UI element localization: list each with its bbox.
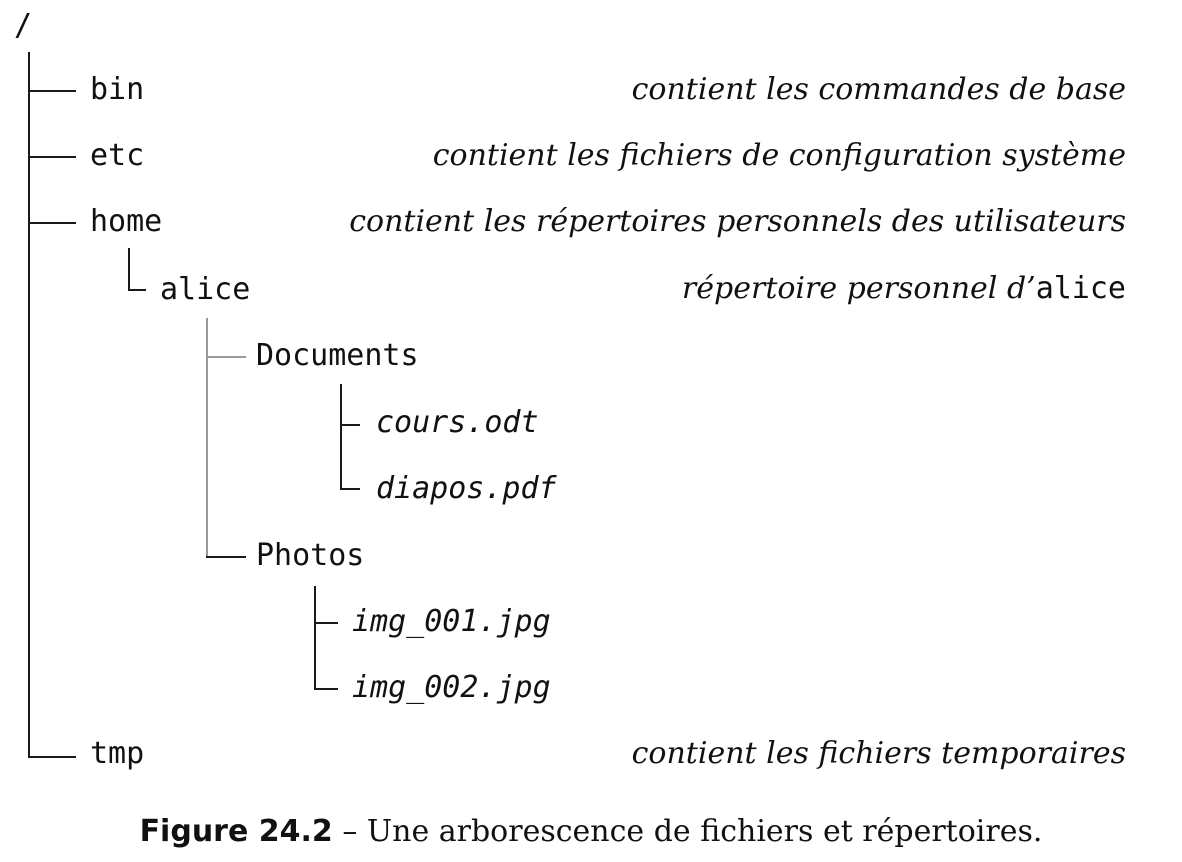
connector-diapos <box>340 488 360 490</box>
connector-cours <box>340 424 360 426</box>
connector-img1 <box>314 622 338 624</box>
description-alice-text: répertoire personnel d’ <box>681 271 1036 306</box>
connector-home <box>28 222 76 224</box>
tree-node-photos: Photos <box>256 538 365 573</box>
file-img-002: img_002.jpg <box>352 670 551 705</box>
connector-photos <box>206 556 246 558</box>
tree-node-tmp: tmp <box>90 736 145 771</box>
alice-children-line <box>206 318 208 558</box>
documents-children-line <box>340 384 342 488</box>
description-etc: contient les fichiers de configuration s… <box>432 138 1126 173</box>
description-tmp: contient les fichiers temporaires <box>631 736 1126 771</box>
connector-img2 <box>314 688 338 690</box>
connector-alice <box>128 289 146 291</box>
connector-etc <box>28 156 76 158</box>
tree-node-bin: bin <box>90 72 145 107</box>
tree-node-etc: etc <box>90 138 145 173</box>
description-alice-username: alice <box>1035 271 1126 306</box>
connector-bin <box>28 90 76 92</box>
photos-children-line <box>314 586 316 688</box>
figure-caption: Figure 24.2 – Une arborescence de fichie… <box>0 812 1182 852</box>
tree-node-home: home <box>90 204 163 239</box>
figure-caption-text: – Une arborescence de fichiers et répert… <box>332 814 1043 849</box>
tree-trunk-line <box>28 52 30 757</box>
tree-node-documents: Documents <box>256 338 419 373</box>
connector-alice-vertical <box>128 248 130 290</box>
tree-root: / <box>14 8 33 43</box>
connector-tmp <box>28 756 76 758</box>
description-bin: contient les commandes de base <box>631 72 1126 107</box>
connector-documents <box>206 356 246 358</box>
tree-node-alice: alice <box>160 272 251 307</box>
figure-caption-label: Figure 24.2 <box>139 814 333 849</box>
file-cours-odt: cours.odt <box>376 405 539 440</box>
description-alice: répertoire personnel d’alice <box>682 269 1126 309</box>
description-home: contient les répertoires personnels des … <box>349 204 1126 239</box>
file-diapos-pdf: diapos.pdf <box>376 471 557 506</box>
file-img-001: img_001.jpg <box>352 604 551 639</box>
